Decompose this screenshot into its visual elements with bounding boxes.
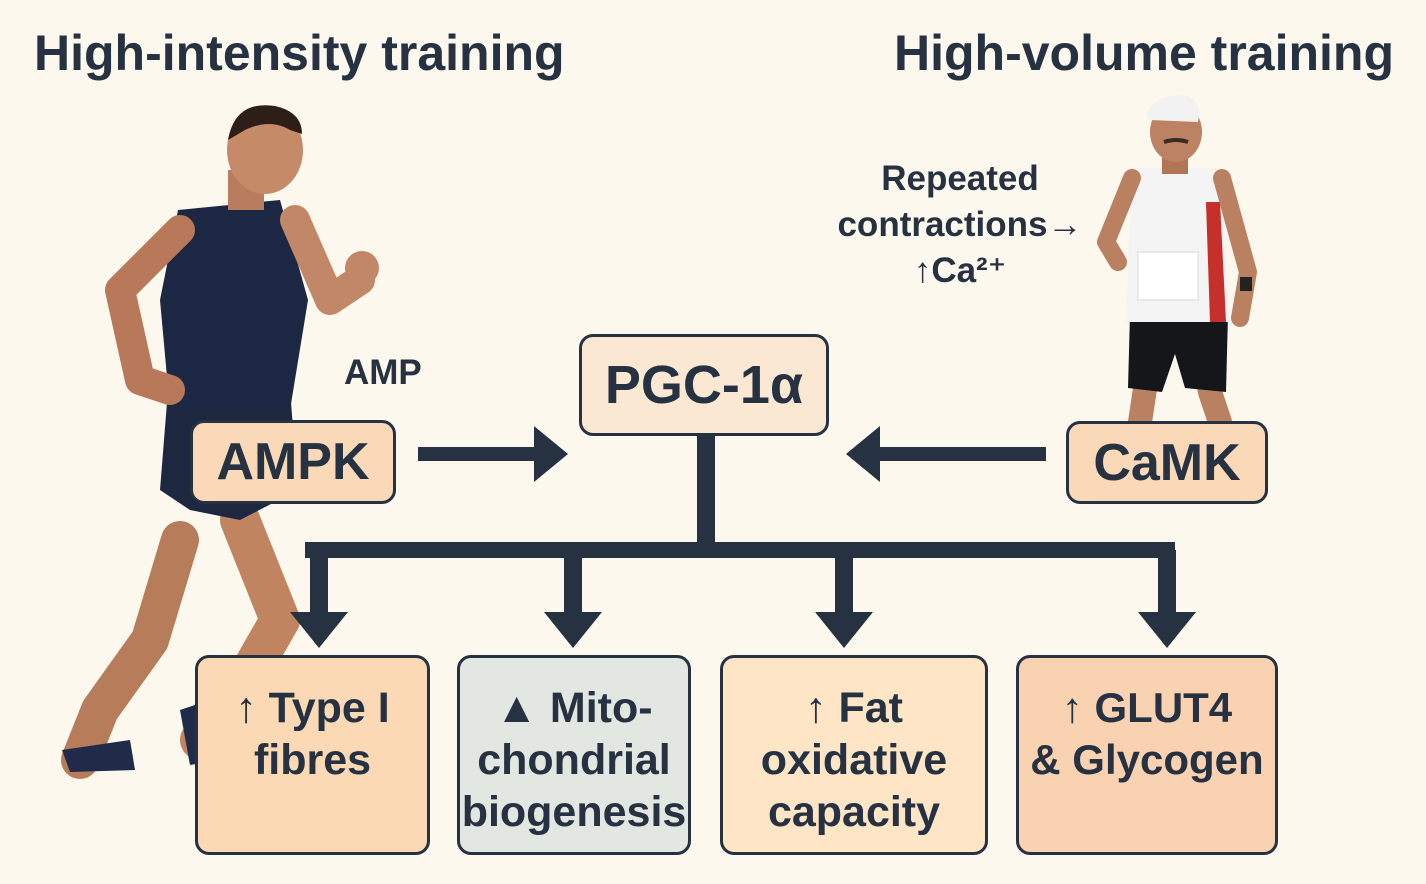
outcome-3-line-3: capacity <box>767 788 941 836</box>
camk-to-pgc-arrow <box>868 447 1046 461</box>
ampk-to-pgc-arrowhead <box>534 426 568 482</box>
repeated-contractions-label: Repeated contractions→ ↑Ca²⁺ <box>830 156 1090 294</box>
outcome-type-i-fibres: ↑ Type I fibres <box>195 655 430 855</box>
repeated-line-1: Repeated <box>881 159 1039 198</box>
outcome-3-line-2: oxidative <box>760 736 948 784</box>
branch-arrowhead-2 <box>544 612 602 648</box>
outcome-4-line-1: ↑ GLUT4 <box>1061 684 1233 731</box>
outcome-mitochondrial-biogenesis: ▲ Mito- chondrial biogenesis <box>457 655 691 855</box>
outcome-3-line-1: ↑ Fat <box>805 684 903 732</box>
camk-label: CaMK <box>1093 433 1241 492</box>
repeated-line-3: ↑Ca²⁺ <box>913 251 1007 290</box>
outcome-glut4-glycogen: ↑ GLUT4 & Glycogen <box>1016 655 1278 855</box>
camk-node: CaMK <box>1066 421 1268 504</box>
outcome-2-line-2: chondrial <box>477 736 671 784</box>
branch-stem-2 <box>564 550 582 616</box>
outcome-1-line-1: ↑ Type I <box>235 684 390 732</box>
outcome-2-line-1: ▲ Mito- <box>495 684 653 732</box>
outcome-fat-oxidative-capacity: ↑ Fat oxidative capacity <box>720 655 988 855</box>
outcome-1-line-2: fibres <box>253 736 372 784</box>
outcome-2-line-3: biogenesis <box>461 788 687 836</box>
repeated-line-2: contractions→ <box>837 205 1083 244</box>
camk-to-pgc-arrowhead <box>846 426 880 482</box>
branch-stem-4 <box>1158 550 1176 616</box>
right-heading: High-volume training <box>894 25 1394 81</box>
branch-arrowhead-1 <box>290 612 348 648</box>
ampk-node: AMPK <box>190 420 396 504</box>
branch-stem-3 <box>835 550 853 616</box>
ampk-label: AMPK <box>216 433 370 491</box>
left-heading: High-intensity training <box>34 25 565 81</box>
amp-label: AMP <box>344 353 422 392</box>
branch-stem-1 <box>310 550 328 616</box>
pgc-1alpha-label: PGC-1α <box>604 355 804 415</box>
right-runner-icon <box>1097 95 1257 422</box>
pgc-trunk-line <box>697 436 715 554</box>
ampk-to-pgc-arrow <box>418 447 544 461</box>
pgc-1alpha-node: PGC-1α <box>579 334 829 436</box>
branch-bar <box>305 542 1175 558</box>
outcome-4-line-2: & Glycogen <box>1030 736 1264 783</box>
branch-arrowhead-3 <box>815 612 873 648</box>
branch-arrowhead-4 <box>1138 612 1196 648</box>
